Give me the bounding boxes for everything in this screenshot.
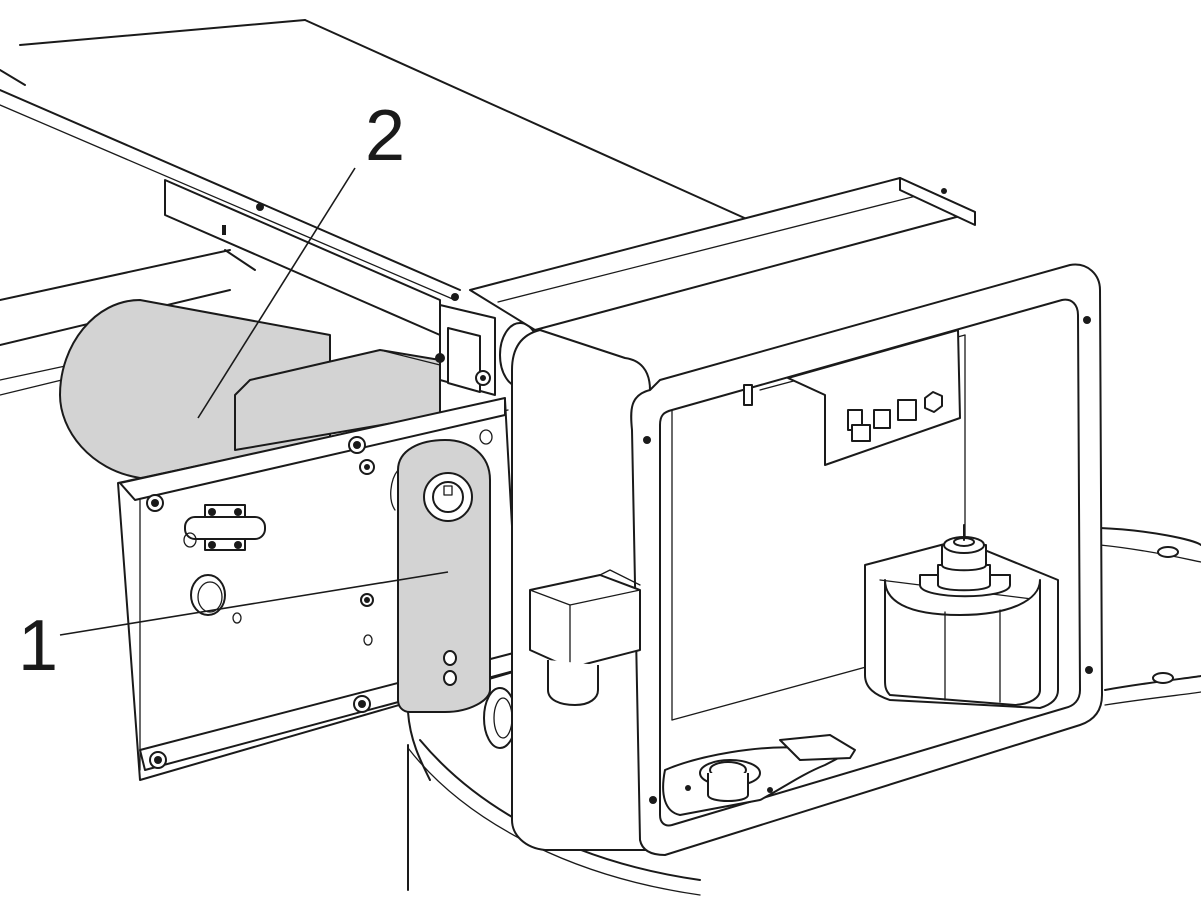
bearing-housing xyxy=(864,524,1059,709)
callout-label-2: 2 xyxy=(365,96,405,176)
motor xyxy=(59,299,441,479)
callout-2-leader xyxy=(197,167,356,419)
sensor-block xyxy=(529,569,641,706)
rail-bracket xyxy=(435,293,496,396)
carousel-base xyxy=(407,527,1201,896)
callout-label-1: 1 xyxy=(18,606,58,686)
bottom-gear xyxy=(662,734,856,816)
tensioner-arm xyxy=(390,439,491,781)
connector-board xyxy=(743,329,961,466)
rear-rail xyxy=(0,249,256,396)
callout-1-leader xyxy=(59,571,449,636)
